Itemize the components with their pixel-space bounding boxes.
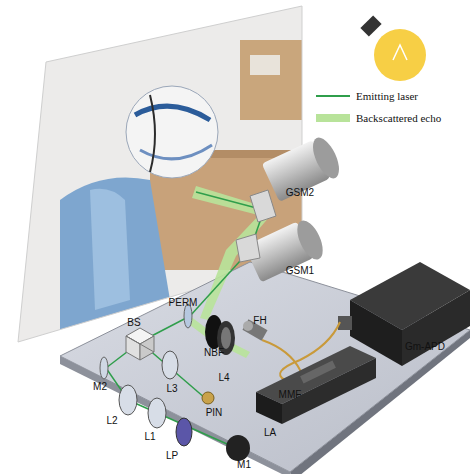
- part-label: LP: [166, 450, 178, 461]
- part-label: L1: [144, 431, 155, 442]
- light-bulb: [360, 15, 426, 81]
- part-label: L4: [218, 372, 229, 383]
- part-label: GSM1: [286, 265, 314, 276]
- mirror-m1: [226, 435, 250, 461]
- part-label: FH: [253, 315, 266, 326]
- legend-text: Emitting laser: [356, 90, 418, 102]
- part-label: NBF: [204, 347, 224, 358]
- pin-photodiode: [202, 392, 214, 404]
- part-label: L3: [166, 383, 177, 394]
- part-label: GSM2: [286, 187, 314, 198]
- legend-text: Backscattered echo: [356, 112, 441, 124]
- part-label: M2: [93, 381, 107, 392]
- lens-l2: [119, 385, 137, 415]
- part-label: PERM: [169, 297, 198, 308]
- part-label: MMF: [279, 389, 302, 400]
- perforated-mirror: [184, 304, 192, 328]
- beam-splitter: [126, 328, 154, 360]
- optical-breadboard: [60, 262, 470, 472]
- legend-sample: [316, 90, 350, 102]
- part-label: LA: [264, 427, 276, 438]
- laser-source: [256, 346, 376, 424]
- part-label: Gm-APD: [405, 341, 445, 352]
- lens-l3: [162, 351, 178, 379]
- polarizer-lp: [176, 418, 192, 446]
- mirror-m2: [100, 357, 108, 379]
- part-label: BS: [127, 317, 140, 328]
- legend-sample: [316, 112, 350, 124]
- lens-l1: [148, 398, 166, 428]
- part-label: M1: [237, 459, 251, 470]
- part-label: L2: [106, 415, 117, 426]
- galvo-scanner-1: [236, 217, 328, 283]
- beams: [106, 186, 270, 448]
- part-label: PIN: [206, 407, 223, 418]
- galvo-scanner-2: [250, 134, 344, 222]
